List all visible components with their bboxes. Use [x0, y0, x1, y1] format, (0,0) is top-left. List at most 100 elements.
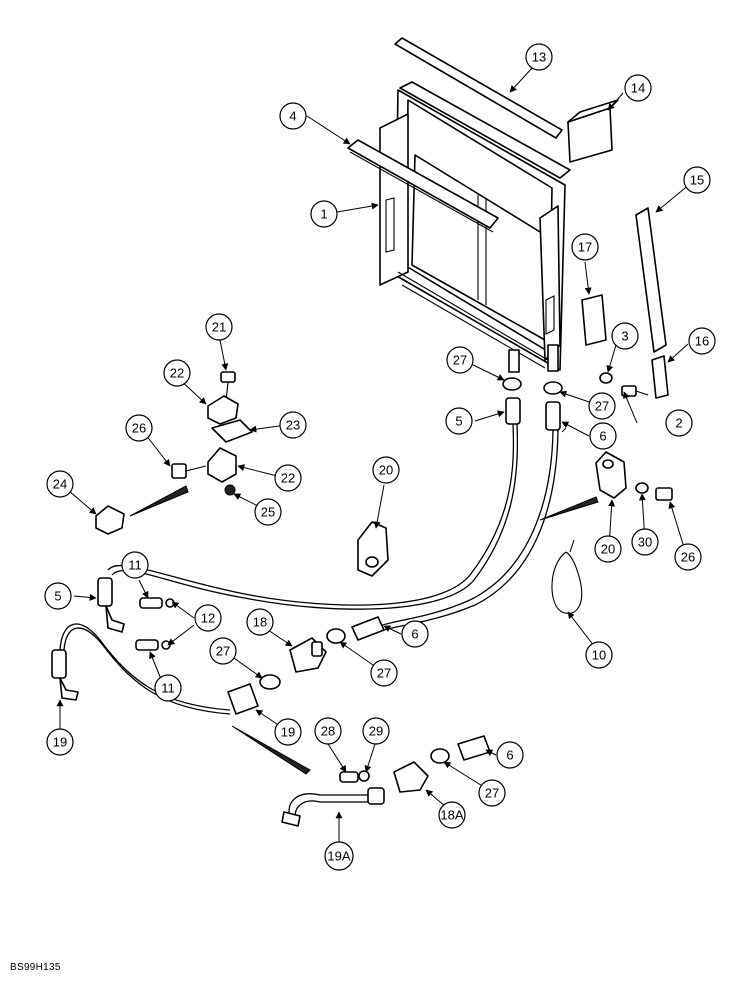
seal-strip-13: [394, 37, 563, 139]
svg-text:5: 5: [54, 589, 61, 604]
svg-text:11: 11: [128, 558, 142, 573]
callout-11: 11: [154, 674, 182, 702]
clamp-20-center: [357, 521, 389, 577]
svg-text:25: 25: [261, 505, 275, 520]
callout-22: 22: [274, 464, 302, 492]
callout-6: 6: [496, 741, 524, 769]
svg-text:17: 17: [578, 240, 592, 255]
clamp-20-right: [595, 451, 627, 499]
callout-20: 20: [594, 535, 622, 563]
svg-text:28: 28: [321, 724, 335, 739]
callout-18A: 18A: [438, 801, 466, 829]
tube-19A: [281, 787, 385, 827]
callout-5: 5: [445, 407, 473, 435]
svg-text:6: 6: [599, 429, 606, 444]
callout-5: 5: [44, 582, 72, 610]
callout-19A: 19A: [324, 841, 354, 871]
fitting-19-left: [51, 649, 79, 701]
fitting-5-left: [97, 577, 125, 633]
svg-text:27: 27: [453, 353, 467, 368]
svg-text:14: 14: [631, 81, 645, 96]
svg-text:19: 19: [281, 725, 295, 740]
callout-28: 28: [314, 717, 342, 745]
oring-29: [358, 770, 370, 782]
svg-text:18A: 18A: [440, 808, 463, 823]
svg-text:6: 6: [411, 627, 418, 642]
svg-text:3: 3: [621, 329, 628, 344]
callout-22: 22: [163, 359, 191, 387]
callout-group: 1 2 3 4 5 5 6 6 6 6 10 11 11 12 12 13 14…: [44, 43, 716, 871]
callout-3: 3: [611, 322, 639, 350]
callout-6: 6: [589, 422, 617, 450]
callout-26: 26: [125, 414, 153, 442]
hose-6-lower: [457, 735, 491, 761]
svg-text:21: 21: [212, 320, 226, 335]
bolt-26-left: [171, 463, 207, 479]
hose-19-sleeve: [227, 683, 259, 715]
svg-text:12: 12: [201, 611, 215, 626]
svg-text:11: 11: [161, 681, 175, 696]
callout-2: 2: [665, 409, 693, 437]
clamp-22-lower: [207, 447, 237, 483]
callout-17: 17: [571, 233, 599, 261]
bolt-21: [220, 371, 236, 403]
seal-strip-4: [347, 139, 499, 229]
strap-10: [551, 539, 583, 614]
nut-3: [599, 372, 613, 384]
callout-27: 27: [370, 659, 398, 687]
callout-27: 27: [588, 392, 616, 420]
svg-text:22: 22: [281, 471, 295, 486]
adapter-11-upper: [139, 597, 175, 609]
callout-19: 19: [274, 718, 302, 746]
hose-6-mid: [351, 616, 385, 641]
callout-12: 12: [194, 604, 222, 632]
callout-29: 29: [362, 717, 390, 745]
callout-24: 24: [46, 470, 74, 498]
callout-4: 4: [279, 102, 307, 130]
svg-text:15: 15: [690, 173, 704, 188]
bolt-2: [621, 385, 649, 397]
callout-10: 10: [585, 641, 613, 669]
svg-text:20: 20: [601, 542, 615, 557]
svg-text:4: 4: [289, 109, 296, 124]
hose-6-upper: [545, 401, 561, 431]
washer-30: [635, 482, 649, 494]
foam-block-14: [567, 99, 619, 163]
callout-6: 6: [401, 620, 429, 648]
svg-text:1: 1: [320, 207, 327, 222]
svg-text:13: 13: [532, 50, 546, 65]
svg-text:27: 27: [485, 786, 499, 801]
svg-text:29: 29: [369, 724, 383, 739]
tee-18: [289, 637, 327, 673]
clamp-22-upper: [207, 395, 239, 425]
svg-text:5: 5: [455, 414, 462, 429]
callout-19: 19: [46, 728, 74, 756]
svg-text:20: 20: [379, 463, 393, 478]
svg-text:19A: 19A: [327, 849, 350, 864]
tee-18A: [393, 761, 429, 793]
svg-text:27: 27: [377, 666, 391, 681]
callout-14: 14: [624, 74, 652, 102]
callout-1: 1: [310, 200, 338, 228]
callout-26: 26: [674, 543, 702, 571]
callout-25: 25: [254, 498, 282, 526]
svg-text:2: 2: [675, 416, 682, 431]
svg-text:10: 10: [592, 648, 606, 663]
svg-text:6: 6: [506, 748, 513, 763]
svg-text:24: 24: [53, 477, 67, 492]
callout-27: 27: [209, 637, 237, 665]
svg-text:22: 22: [170, 366, 184, 381]
bolt-26-right: [655, 487, 673, 501]
callout-18: 18: [246, 608, 274, 636]
hose-5-upper: [505, 397, 521, 425]
callout-11: 11: [121, 551, 149, 579]
nut-25: [224, 484, 236, 496]
reference-code: BS99H135: [10, 962, 61, 973]
callout-16: 16: [688, 327, 716, 355]
callout-27: 27: [446, 346, 474, 374]
seal-strip-16: [651, 355, 669, 399]
svg-text:26: 26: [132, 421, 146, 436]
adapter-28: [339, 771, 359, 783]
svg-text:19: 19: [53, 735, 67, 750]
